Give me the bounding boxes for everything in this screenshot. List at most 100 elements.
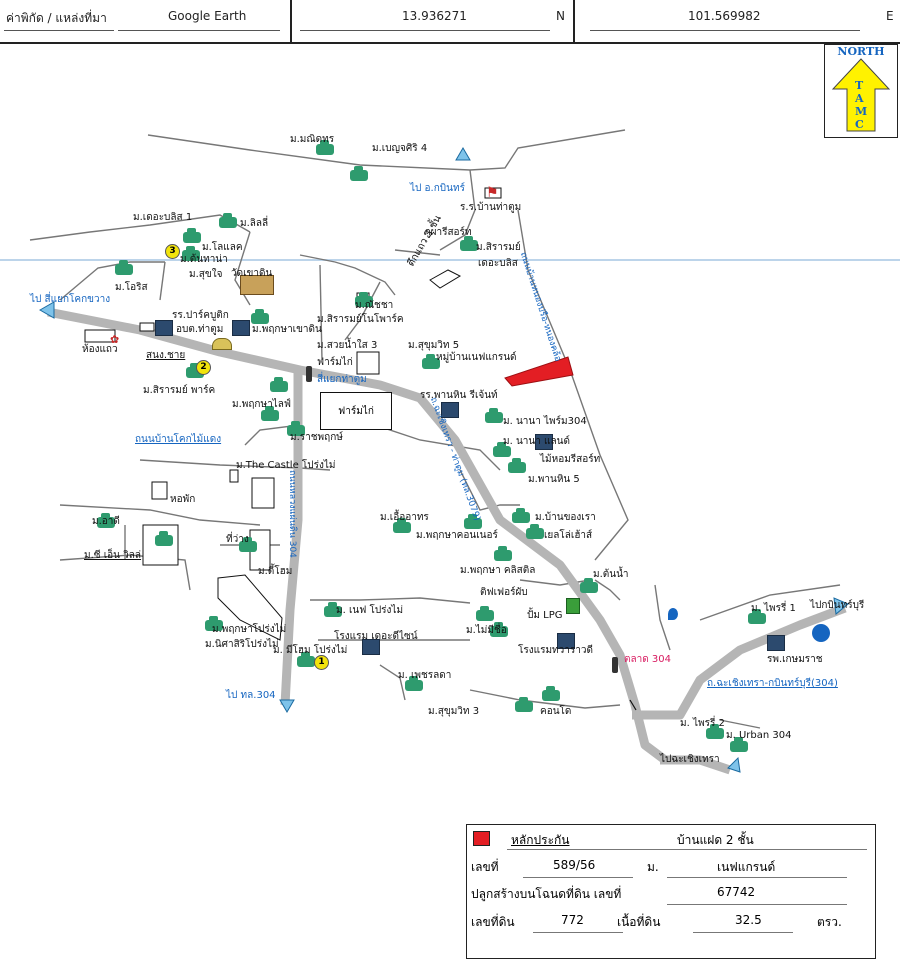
label-market: ตลาด 304 [624, 654, 671, 665]
label-to-chachoengsao: ไปฉะเชิงเทรา [660, 754, 720, 765]
collateral-legend: หลักประกัน บ้านแฝด 2 ชั้น เลขที่ 589/56 … [466, 824, 876, 959]
label-intersection: สี่แยกท่าตูม [317, 374, 367, 385]
village-icon [748, 609, 766, 624]
label-tiehome: ม.ตี้โฮม [258, 566, 293, 577]
label-siraromnovopark: ม.สิรารมย์โนโพาร์ค [317, 314, 404, 325]
north-arrow-icon [831, 58, 891, 132]
label-suanyaisai3: ม.สวยน้ำใส 3 [317, 340, 378, 351]
legend-area-value: 32.5 [735, 913, 762, 927]
hospital-building-icon [767, 635, 785, 651]
label-watkhaodin: วัดเขาดิน [231, 268, 273, 279]
label-tonthana: ม.ต้นทาน่า [180, 254, 228, 265]
label-road-khokmaidaeng: ถนนบ้านโคกไม้แดง [135, 434, 222, 445]
building-footprints [84, 187, 502, 641]
label-phruksacountry: ม.พฤกษาคอนเนอร์ [416, 530, 498, 541]
label-phruksalife: ม.พฤกษาไลฟ์ [232, 399, 291, 410]
resort-building-icon [155, 320, 173, 336]
legend-color-swatch [473, 831, 490, 846]
label-manithorn: ม.มณิดทร [290, 134, 335, 145]
label-siraromypark: ม.สิรารมย์ พาร์ค [143, 385, 216, 396]
village-icon [239, 537, 257, 552]
village-icon [476, 606, 494, 621]
label-phrai1: ม. ไพรรี่ 1 [751, 603, 796, 614]
village-icon [261, 406, 279, 421]
label-lpg: ปั้ม LPG [527, 610, 563, 621]
label-lily: ม.ลิลลี่ [240, 218, 269, 229]
label-phruksaclassic: ม.พฤกษา คลิสติล [460, 565, 536, 576]
village-icon [485, 408, 503, 423]
village-icon [219, 213, 237, 228]
legend-area-unit: ตรว. [817, 915, 842, 929]
village-icon [205, 616, 223, 631]
label-condo: คอนโด [540, 706, 572, 717]
label-subject-village: หมู่บ้านเนฟแกรนด์ [436, 352, 517, 363]
chicken-farm-box: ฟาร์มไก่ [320, 392, 392, 430]
label-oris: ม.โอริส [115, 282, 148, 293]
marker-badge-3: 3 [165, 244, 180, 259]
hotel-building-icon [441, 402, 459, 418]
legend-m-value: เนฟแกรนด์ [717, 860, 776, 874]
village-icon [115, 260, 133, 275]
latitude-value: 13.936271 [402, 9, 467, 23]
label-hongthaew: ห้องแถว [82, 344, 118, 355]
label-horpak: หอพัก [170, 494, 196, 505]
shop-icon: ✿ [110, 333, 120, 346]
village-icon [270, 377, 288, 392]
label-sukhumvit5: ม.สุขุมวิท 5 [408, 340, 460, 351]
school-icon: ⚑ [486, 185, 499, 201]
label-nanaland: ม. นานา แลนด์ [503, 436, 570, 447]
village-icon [316, 140, 334, 155]
label-ziyenvilla: ม.ซี เอ็น วิลล่ [84, 550, 142, 561]
label-tipfire: ติฟเฟอร์ผับ [480, 587, 528, 598]
legend-area-label: เนื้อที่ดิน [617, 915, 661, 929]
label-tonnam: ม.ต้นน้ำ [593, 569, 629, 580]
major-roads [47, 307, 847, 775]
label-benjasiri4: ม.เบญจศิริ 4 [372, 143, 428, 154]
label-phupha: ภูผารีสอร์ท [424, 227, 472, 238]
village-icon [490, 622, 508, 637]
label-therdesign: โรงแรม เดอะดีไซน์ [334, 631, 418, 642]
marker-badge-2: 2 [196, 360, 211, 375]
legend-type: บ้านแฝด 2 ชั้น [677, 833, 754, 847]
village-icon [464, 514, 482, 529]
legend-deed-label: ปลูกสร้างบนโฉนดที่ดิน เลขที่ [471, 887, 622, 901]
label-adi: ม.อาดี [92, 516, 120, 527]
village-icon [580, 578, 598, 593]
village-icon [182, 246, 200, 261]
temple-icon [240, 275, 274, 295]
legend-land-no-value: 772 [561, 913, 584, 927]
village-icon [512, 508, 530, 523]
village-icon [155, 531, 173, 546]
village-icon [355, 292, 373, 307]
legend-land-no-label: เลขที่ดิน [471, 915, 515, 929]
village-icon [526, 524, 544, 539]
north-label: NORTH [837, 45, 885, 58]
source-value: Google Earth [168, 9, 247, 23]
marker-badge-1: 1 [314, 655, 329, 670]
village-icon [422, 354, 440, 369]
label-castle: ม.The Castle โปร่งไม่ [236, 460, 336, 471]
label-siraromy: ม.สิรารมย์ [476, 242, 521, 253]
village-icon [730, 737, 748, 752]
village-icon [183, 228, 201, 243]
label-obt: อบต.ท่าตูม [176, 324, 224, 335]
label-panhin5: ม.พานหิน 5 [528, 474, 580, 485]
convenience-store-icon [566, 598, 580, 614]
longitude-dir: E [886, 9, 894, 23]
label-road-chachoeng-kabin: ถ.ฉะเชิงเทรา-กบินทร์บุรี(304) [707, 678, 838, 689]
label-to-kabinburi: ไปกบินทร์บุรี [810, 600, 865, 611]
label-school: ร.ร.บ้านท่าตูม [460, 202, 522, 213]
government-office-icon [212, 338, 232, 350]
label-yellowhouse: เยลโล่เฮ้าส์ [544, 530, 593, 541]
village-icon [515, 697, 533, 712]
label-to-304: ไป ทล.304 [226, 690, 276, 701]
label-hospital: รพ.เกษมราช [767, 654, 823, 665]
village-icon [508, 458, 526, 473]
village-icon [324, 602, 342, 617]
village-icon [493, 442, 511, 457]
label-parkoubtiek: รร.ปาร์คบูติก [172, 310, 229, 321]
gas-station-icon [668, 608, 678, 620]
traffic-light-icon [306, 366, 312, 382]
hotel-building-icon [557, 633, 575, 649]
